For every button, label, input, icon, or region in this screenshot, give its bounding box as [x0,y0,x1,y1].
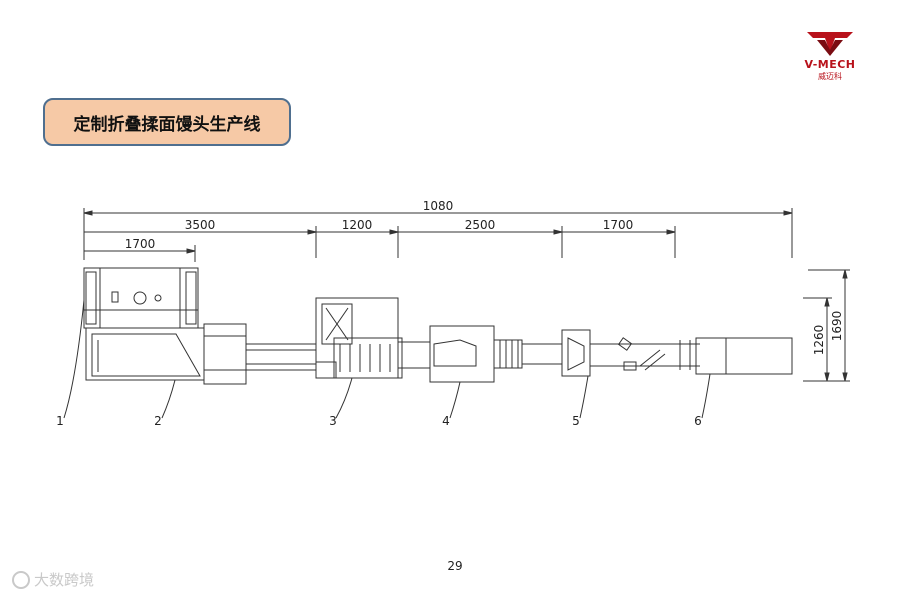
dim-2500: 2500 [465,218,496,232]
dim-1700-top: 1700 [603,218,634,232]
machine-2-conveyor [85,323,317,385]
machine-3-folding-unit [315,297,403,379]
logo-text: V-MECH [804,58,856,71]
dim-3500: 3500 [185,218,216,232]
dim-1200: 1200 [342,218,373,232]
callout-leaders [63,299,711,419]
callout-1: 1 [56,414,64,428]
page-number: 29 [447,559,463,573]
callout-numbers: 1 2 3 4 5 6 [56,414,702,428]
machine-5-cutter [561,329,666,377]
machine-1-mixer [83,267,199,329]
dim-1260: 1260 [812,325,826,356]
watermark-icon [12,570,30,589]
callout-2: 2 [154,414,162,428]
dim-1700-sub: 1700 [125,237,156,251]
dimension-lines [83,208,850,382]
watermark: 大数跨境 [12,569,94,590]
dim-1690: 1690 [830,311,844,342]
callout-3: 3 [329,414,337,428]
vmech-logo: V-MECH 威迈科 [795,28,865,81]
page-title: 定制折叠揉面馒头生产线 [43,98,291,146]
watermark-text: 大数跨境 [34,571,95,589]
callout-6: 6 [694,414,702,428]
dimension-labels: 1080 3500 1200 2500 1700 1700 1260 1690 [125,199,844,355]
vmech-logo-mark [807,32,853,56]
dim-overall: 1080 [423,199,454,213]
machine-6-output-conveyor [632,337,793,375]
logo-subtext: 威迈科 [818,72,842,81]
callout-5: 5 [572,414,580,428]
machine-4-kneading-rollers [397,325,563,383]
callout-4: 4 [442,414,450,428]
